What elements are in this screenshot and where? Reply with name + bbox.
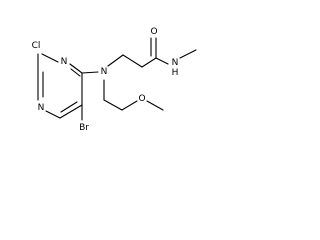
atom-label-o-carbonyl: O (150, 27, 157, 37)
atom-label-cl: Cl (32, 41, 41, 51)
bond-n3-c4 (69, 63, 83, 74)
bond-ch2d-o-ether (121, 100, 138, 111)
bond-ch2c-ch2d (103, 99, 123, 111)
bond-c4-n-amine (81, 71, 99, 74)
atom-label-n-amine: N (101, 67, 108, 77)
atom-label-n-ring-left: N (38, 103, 45, 113)
chemical-structure-diagram: Cl N N N Br O N H O (32, 27, 197, 133)
bond-c2-n3 (41, 53, 59, 63)
atom-label-o-ether: O (138, 94, 145, 104)
atom-label-n-ring-top: N (61, 57, 68, 67)
atom-label-h-amide: H (172, 68, 179, 78)
bond-c5-c6-double (60, 101, 78, 113)
bond-n3-c4-double (70, 68, 81, 77)
atom-label-n-amide: N (172, 58, 179, 68)
bond-n-amide-methyl (179, 49, 197, 59)
atom-label-br: Br (79, 123, 89, 133)
bond-c6-n1 (45, 110, 61, 119)
bond-ch2a-ch2b (122, 54, 143, 68)
bond-carbonyl-n-amide (155, 57, 169, 65)
bond-n-ch2a (107, 54, 124, 67)
bond-c5-c6 (59, 104, 83, 119)
bond-o-ether-methyl (146, 100, 164, 111)
bond-ch2b-carbonyl (141, 57, 157, 68)
